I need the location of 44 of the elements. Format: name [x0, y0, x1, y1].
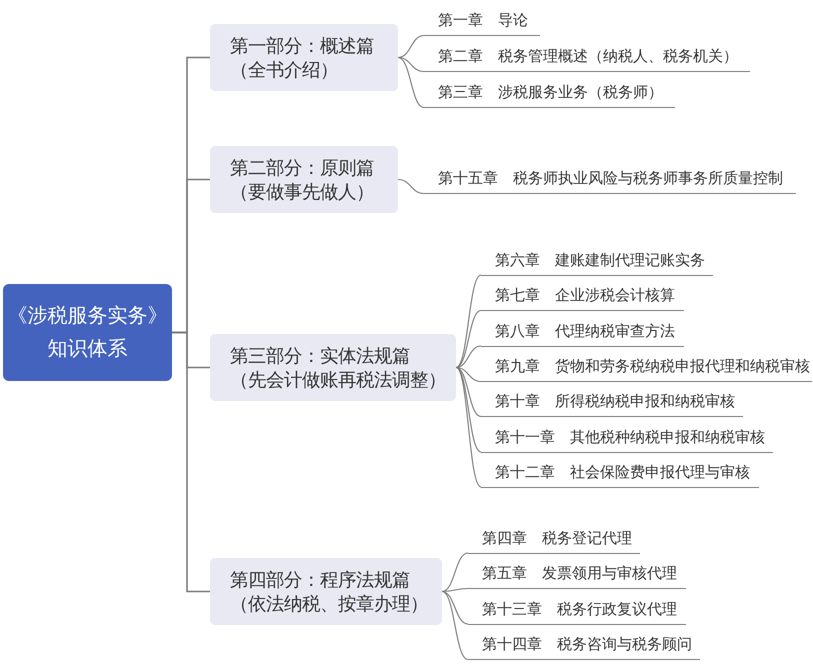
- topic-box: [210, 558, 442, 625]
- curved-connector: [398, 178, 424, 194]
- topic-box: [210, 24, 398, 91]
- subtopic-label: 第十章 所得税纳税申报和纳税审核: [481, 389, 743, 417]
- subtopic-label: 第九章 货物和劳务税纳税申报代理和纳税审核: [481, 354, 812, 382]
- curved-connector: [398, 56, 424, 108]
- topic-box: [210, 334, 456, 401]
- subtopic-label: 第十三章 税务行政复议代理: [468, 596, 686, 624]
- topic-title: 第二部分：原则篇: [230, 156, 374, 180]
- subtopic-label: 第一章 导论: [424, 8, 540, 36]
- subtopic-label: 第十一章 其他税种纳税申报和纳税审核: [481, 424, 773, 452]
- subtopic-label: 第十二章 社会保险费申报代理与审核: [481, 460, 759, 488]
- curved-connector: [456, 366, 482, 382]
- connector-line: [172, 332, 210, 592]
- curved-connector: [456, 345, 482, 368]
- topic-title: 第三部分：实体法规篇: [230, 344, 410, 368]
- subtopic-label: 第三章 涉税服务业务（税务师）: [424, 80, 675, 108]
- root-topic-box: 《涉税服务实务》知识体系: [3, 284, 172, 381]
- curved-connector: [398, 56, 424, 72]
- curved-connector: [442, 590, 468, 625]
- topic-title: 第四部分：程序法规篇: [230, 568, 410, 592]
- subtopic-label: 第八章 代理纳税审查方法: [481, 318, 684, 346]
- curved-connector: [456, 367, 482, 452]
- curved-connector: [398, 34, 424, 58]
- topic-subtitle: （全书介绍）: [230, 58, 338, 82]
- topic-title: 第一部分：概述篇: [230, 34, 374, 58]
- curved-connector: [456, 274, 482, 368]
- subtopic-label: 第十四章 税务咨询与税务顾问: [468, 632, 700, 660]
- curved-connector: [442, 591, 468, 660]
- curved-connector: [456, 310, 482, 368]
- topic-box: [210, 146, 398, 213]
- curved-connector: [442, 588, 468, 592]
- subtopic-label: 第六章 建账建制代理记账实务: [481, 248, 713, 276]
- topic-subtitle: （先会计做账再税法调整）: [230, 368, 446, 392]
- subtopic-label: 第四章 税务登记代理: [468, 526, 640, 554]
- topic-subtitle: （要做事先做人）: [230, 180, 374, 204]
- curved-connector: [442, 552, 468, 592]
- topic-subtitle: （依法纳税、按章办理）: [230, 592, 428, 616]
- subtopic-label: 第十五章 税务师执业风险与税务师事务所质量控制: [424, 166, 796, 194]
- curved-connector: [456, 366, 482, 418]
- subtopic-label: 第五章 发票领用与审核代理: [468, 561, 686, 589]
- subtopic-label: 第二章 税务管理概述（纳税人、税务机关）: [424, 44, 750, 72]
- subtopic-label: 第七章 企业涉税会计核算: [481, 283, 684, 311]
- curved-connector: [456, 367, 482, 488]
